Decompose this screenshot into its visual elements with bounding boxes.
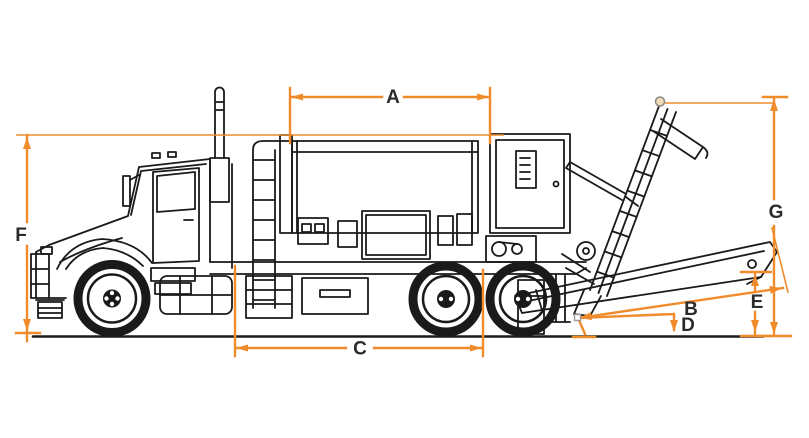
boom-top-arm [652,118,709,160]
equipment-panel-4 [456,213,473,246]
arrow-g-down [770,322,778,334]
mirror-arm [129,174,140,181]
boom-base-struts [561,253,602,317]
blower-belt [498,241,518,245]
windshield [130,163,207,216]
rear-wheel-1-tire [408,261,484,337]
boom-rails [589,105,677,297]
toolbox [301,277,369,315]
front-steps [35,299,65,319]
door-window [156,171,196,213]
rear-lug [438,296,444,302]
equipment-panel-2 [337,220,358,248]
boom-pulley [576,241,596,261]
blower-pulley-small [511,243,523,255]
front-wheel-rim [86,273,138,324]
dimension-b [576,227,789,320]
dimension-lines [14,86,793,358]
arrow-c-right [470,344,482,352]
front-lug [109,290,115,296]
truck-illustration [30,86,778,337]
muffler [209,157,230,203]
front-lug [109,301,115,307]
boom-pulley-hub [582,247,590,255]
rear-lug [448,296,454,302]
lower-front [35,251,67,299]
tank-bulkhead [279,134,293,234]
cab-door [152,167,200,264]
filter-housing-door [495,139,565,229]
headlight [40,246,53,255]
rear-wheel-1-rim [421,274,471,324]
front-lug [115,296,120,301]
front-fender [56,238,153,270]
front-bumper [30,253,50,299]
arrow-g-up [770,99,778,111]
dimension-label-b: B [684,299,698,320]
arrow-b-right [769,285,782,294]
toolbox-handle [319,289,351,298]
storage-box [245,275,293,319]
rear-lug [525,296,531,302]
rear-wheel-2-rim [498,274,548,324]
roof-light-2 [167,151,177,158]
dimension-label-a: A [386,87,400,108]
front-wheel-tire [73,260,151,337]
tank-detail-lines [291,140,479,234]
filter-housing [489,133,571,234]
mirror [122,175,131,207]
dimension-label-e: E [751,292,764,313]
dimension-label-g: G [769,202,784,223]
boom-cylinder [565,161,639,207]
rear-wheel-2-hub [514,290,532,308]
arrow-a-left [291,93,303,101]
dimension-label-f: F [15,225,27,246]
front-wheel-hub [103,289,121,308]
conveyor-support [535,289,543,311]
conveyor-roller [747,259,757,269]
rear-wheel-2-tire [485,261,561,337]
pump-enclosure [361,210,431,260]
dimension-f [14,133,504,343]
dimension-c [233,264,485,358]
arrow-d-down [670,320,678,332]
boom-tip-marker [654,96,666,107]
roof-light-1 [151,152,161,159]
dimension-label-c: C [353,339,367,360]
exhaust-stack [214,86,225,159]
rear-lug [515,296,521,302]
arrow-f-down [23,319,31,331]
arrow-e-down [751,320,759,332]
dimension-g [663,95,793,338]
arrow-e-up [751,274,759,286]
dimension-labels: A B C D E F G [15,87,783,360]
cab-step-lower [154,282,192,295]
dimension-arrowheads [23,93,782,352]
arrow-a-right [477,93,489,101]
rear-wheel-1-hub [437,290,455,308]
arrow-c-left [236,344,248,352]
cab-step-upper [150,267,196,282]
equipment-panel-1 [297,217,329,245]
ladder [252,140,291,309]
hood-side-line [59,237,123,263]
blower-pulley-large [491,241,507,257]
housing-latch [552,180,560,188]
arrow-f-up [23,137,31,149]
housing-vent [515,150,537,189]
arrow-b-left [579,312,592,321]
equipment-panel-3 [437,215,454,246]
debris-tank [291,140,479,234]
pivot-marker [573,313,582,322]
blower-unit [485,235,537,263]
dimension-label-d: D [681,315,695,336]
boom-rungs [596,129,668,279]
front-lug [104,296,109,301]
fuel-tank-straps [159,275,233,315]
dimension-a [288,86,492,145]
